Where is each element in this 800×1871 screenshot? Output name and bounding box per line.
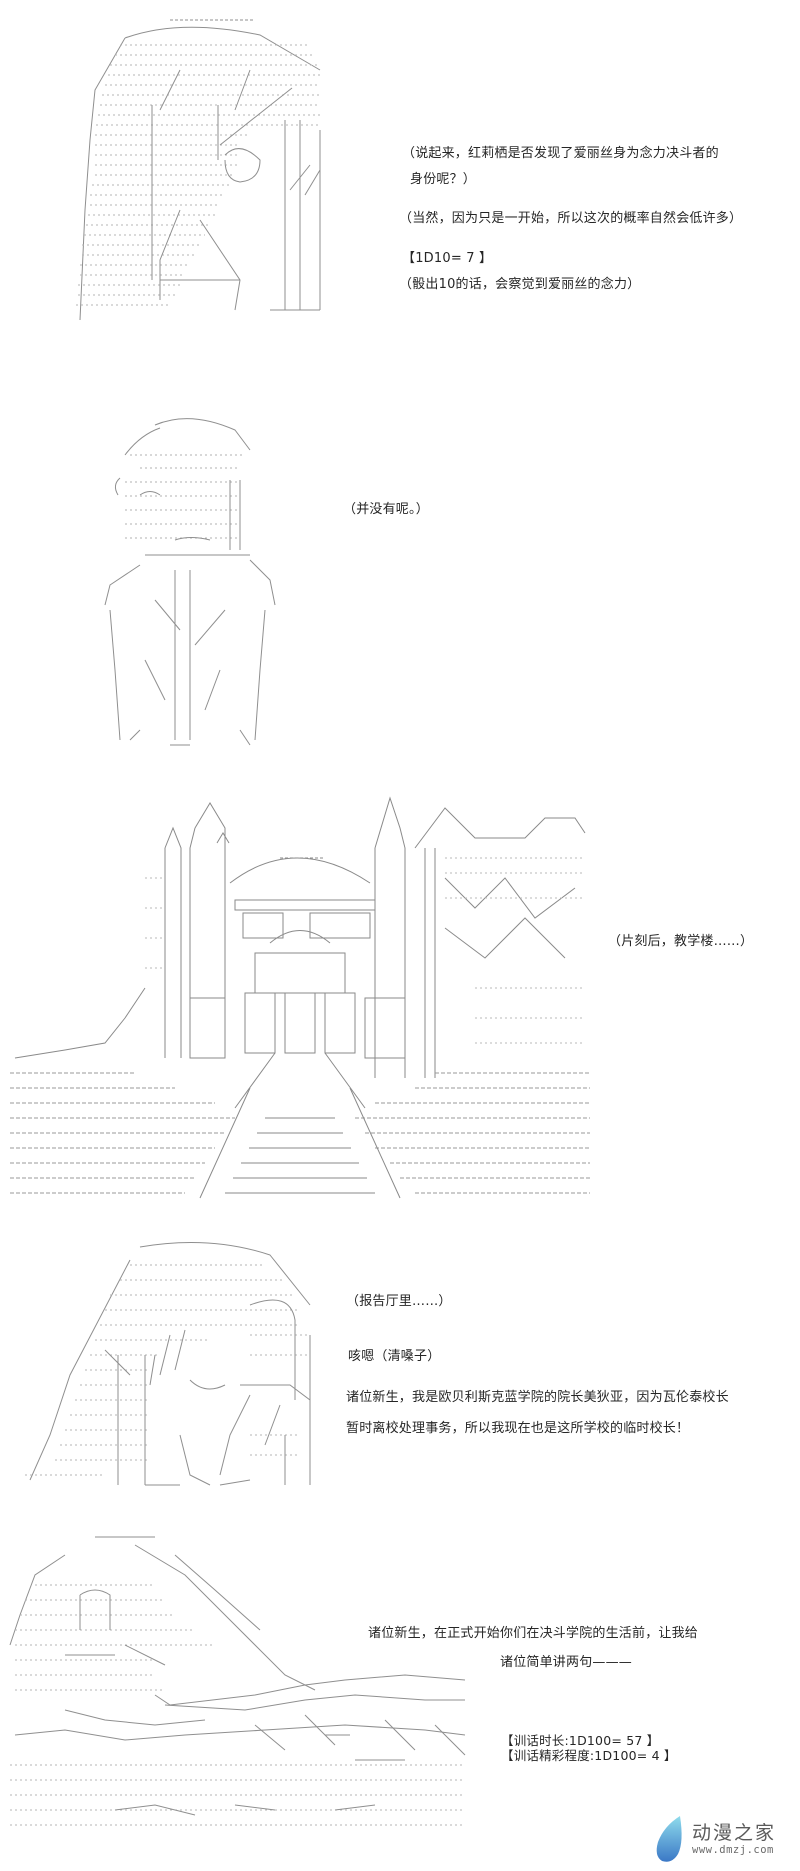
narration-line: （并没有呢。） <box>343 502 429 517</box>
dialogue-line: 暂时离校处理事务，所以我现在也是这所学校的临时校长！ <box>346 1421 690 1436</box>
dialogue-line: 咳嗯（清嗓子） <box>348 1349 441 1364</box>
site-name: 动漫之家 <box>692 1822 777 1844</box>
dialogue-line: 诸位简单讲两句——— <box>500 1655 633 1670</box>
site-url: www.dmzj.com <box>692 1844 774 1856</box>
panel-1: （说起来，红莉栖是否发现了爱丽丝身为念力决斗者的 身份呢？） （当然，因为只是一… <box>0 0 800 330</box>
dialogue-line: 诸位新生，我是欧贝利斯克蓝学院的院长美狄亚，因为瓦伦泰校长 <box>346 1390 729 1405</box>
girl-with-headphones-art <box>100 410 280 755</box>
narration-line: （当然，因为只是一开始，所以这次的概率自然会低许多） <box>399 211 743 226</box>
dialogue-line: 诸位新生，在正式开始你们在决斗学院的生活前，让我给 <box>368 1626 699 1641</box>
woman-leaning-art <box>5 1535 475 1835</box>
hooded-girl-art <box>20 10 340 320</box>
site-watermark: 动漫之家 www.dmzj.com <box>648 1808 798 1866</box>
narration-line: （骰出10的话，会察觉到爱丽丝的念力） <box>399 277 641 292</box>
panel-5: 诸位新生，在正式开始你们在决斗学院的生活前，让我给 诸位简单讲两句——— 【训话… <box>0 1530 800 1871</box>
long-haired-woman-art <box>10 1235 320 1500</box>
panel-3: （片刻后，教学楼……） <box>0 780 800 1220</box>
dice-roll-result: 【训话精彩程度:1D100= 4 】 <box>501 1748 677 1763</box>
narration-line: 身份呢？） <box>410 172 477 187</box>
dice-roll-result: 【1D10= 7 】 <box>402 251 493 266</box>
panel-2: （并没有呢。） <box>0 400 800 760</box>
narration-line: （说起来，红莉栖是否发现了爱丽丝身为念力决斗者的 <box>402 146 719 161</box>
water-drop-logo-icon <box>656 1816 682 1862</box>
school-building-art <box>5 788 600 1208</box>
dice-roll-result: 【训话时长:1D100= 57 】 <box>501 1733 660 1748</box>
narration-line: （片刻后，教学楼……） <box>608 934 754 949</box>
panel-4: （报告厅里……） 咳嗯（清嗓子） 诸位新生，我是欧贝利斯克蓝学院的院长美狄亚，因… <box>0 1230 800 1510</box>
narration-line: （报告厅里……） <box>346 1294 452 1309</box>
